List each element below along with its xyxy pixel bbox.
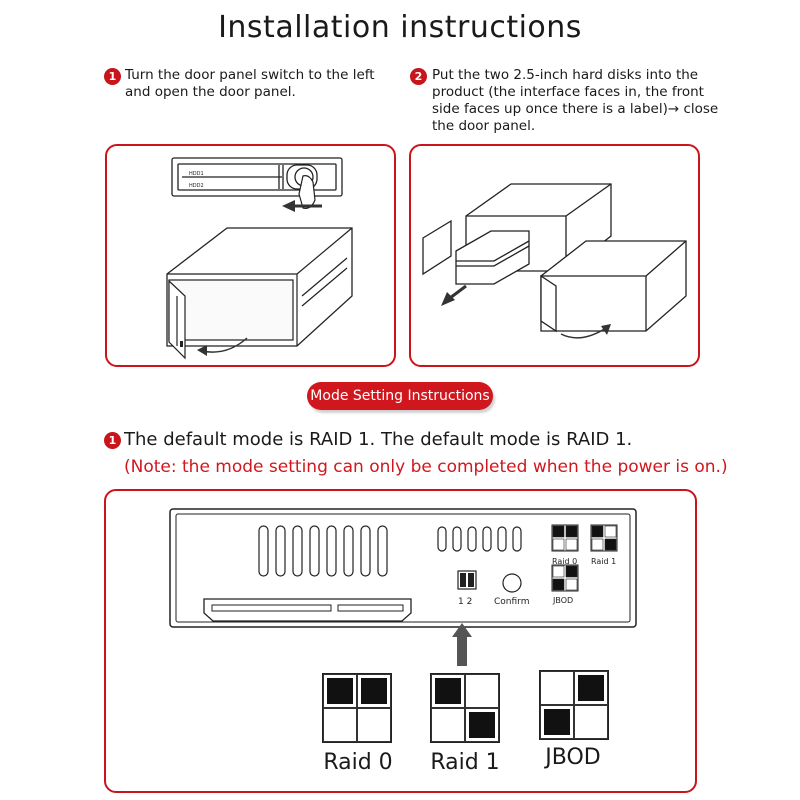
mode-cell — [323, 674, 357, 708]
mini-legend-cell — [552, 525, 565, 538]
mini-legend-raid0-label: Raid 0 — [552, 557, 577, 566]
step-2-illustration-panel — [409, 144, 700, 367]
slot-label-2: HDD2 — [189, 183, 204, 189]
step-2-badge: 2 — [410, 68, 427, 85]
insert-disks-illustration — [422, 183, 687, 339]
step-1-illustration-panel: HDD1 HDD2 — [105, 144, 396, 367]
mode-cell — [357, 708, 391, 742]
mode-box-raid1 — [430, 673, 500, 743]
step-1-badge: 1 — [104, 68, 121, 85]
mini-legend-cell — [552, 538, 565, 551]
step-2-line-4: the door panel. — [432, 118, 536, 134]
mini-legend-cell — [565, 538, 578, 551]
mini-legend-raid1-label: Raid 1 — [591, 557, 616, 566]
mini-legend-cell — [565, 565, 578, 578]
mini-mode-legend — [551, 524, 618, 592]
mode-label-jbod: JBOD — [545, 745, 601, 770]
power-note: (Note: the mode setting can only be comp… — [124, 457, 728, 477]
mode-setting-heading: Mode Setting Instructions — [307, 382, 493, 410]
switch-numbers: 1 2 — [458, 597, 472, 607]
mode-label-raid0: Raid 0 — [323, 750, 393, 775]
mode-box-raid0 — [322, 673, 392, 743]
step-1-text: Turn the door panel switch to the left a… — [125, 67, 375, 101]
step-2-line-3: side faces up once there is a label)→ cl… — [432, 101, 719, 117]
mode-box-jbod — [539, 670, 609, 740]
confirm-button-illustration — [502, 573, 522, 593]
mode-cell — [431, 708, 465, 742]
mini-legend-cell — [552, 578, 565, 591]
mode-cell — [540, 705, 574, 739]
step-1-line-2: and open the door panel. — [125, 84, 296, 100]
mode-cell — [323, 708, 357, 742]
mode-setting-panel: 1 2 Confirm Raid 0 Raid 1 JBOD — [104, 489, 697, 793]
mode-cell — [465, 708, 499, 742]
mini-legend-cell — [604, 525, 617, 538]
mode-cell — [465, 674, 499, 708]
vent-slots — [258, 525, 522, 577]
mode-cell — [574, 705, 608, 739]
mini-legend-cell — [604, 538, 617, 551]
mode-cell — [431, 674, 465, 708]
page-title: Installation instructions — [218, 10, 582, 45]
mini-legend-cell — [565, 578, 578, 591]
mini-legend-cell — [591, 525, 604, 538]
door-open-illustration: HDD1 HDD2 — [166, 157, 353, 360]
mode-cell — [540, 671, 574, 705]
mode-label-raid1: Raid 1 — [430, 750, 500, 775]
mode-step-text: The default mode is RAID 1. The default … — [124, 429, 633, 450]
mode-cell — [574, 671, 608, 705]
slot-label-1: HDD1 — [189, 171, 204, 177]
mini-legend-cell — [552, 565, 565, 578]
mini-legend-jbod-label: JBOD — [552, 596, 573, 605]
mode-step-badge: 1 — [104, 432, 121, 449]
confirm-label: Confirm — [494, 597, 529, 607]
step-2-text: Put the two 2.5-inch hard disks into the… — [432, 67, 718, 135]
arrow-up-icon — [452, 623, 472, 666]
mode-cell — [357, 674, 391, 708]
rear-panel-illustration: 1 2 Confirm Raid 0 Raid 1 JBOD — [169, 508, 637, 666]
mini-legend-cell — [591, 538, 604, 551]
mini-legend-cell — [565, 525, 578, 538]
step-2-line-2: product (the interface faces in, the fro… — [432, 84, 704, 100]
step-2-line-1: Put the two 2.5-inch hard disks into the — [432, 67, 699, 83]
step-1-line-1: Turn the door panel switch to the left — [125, 67, 375, 83]
